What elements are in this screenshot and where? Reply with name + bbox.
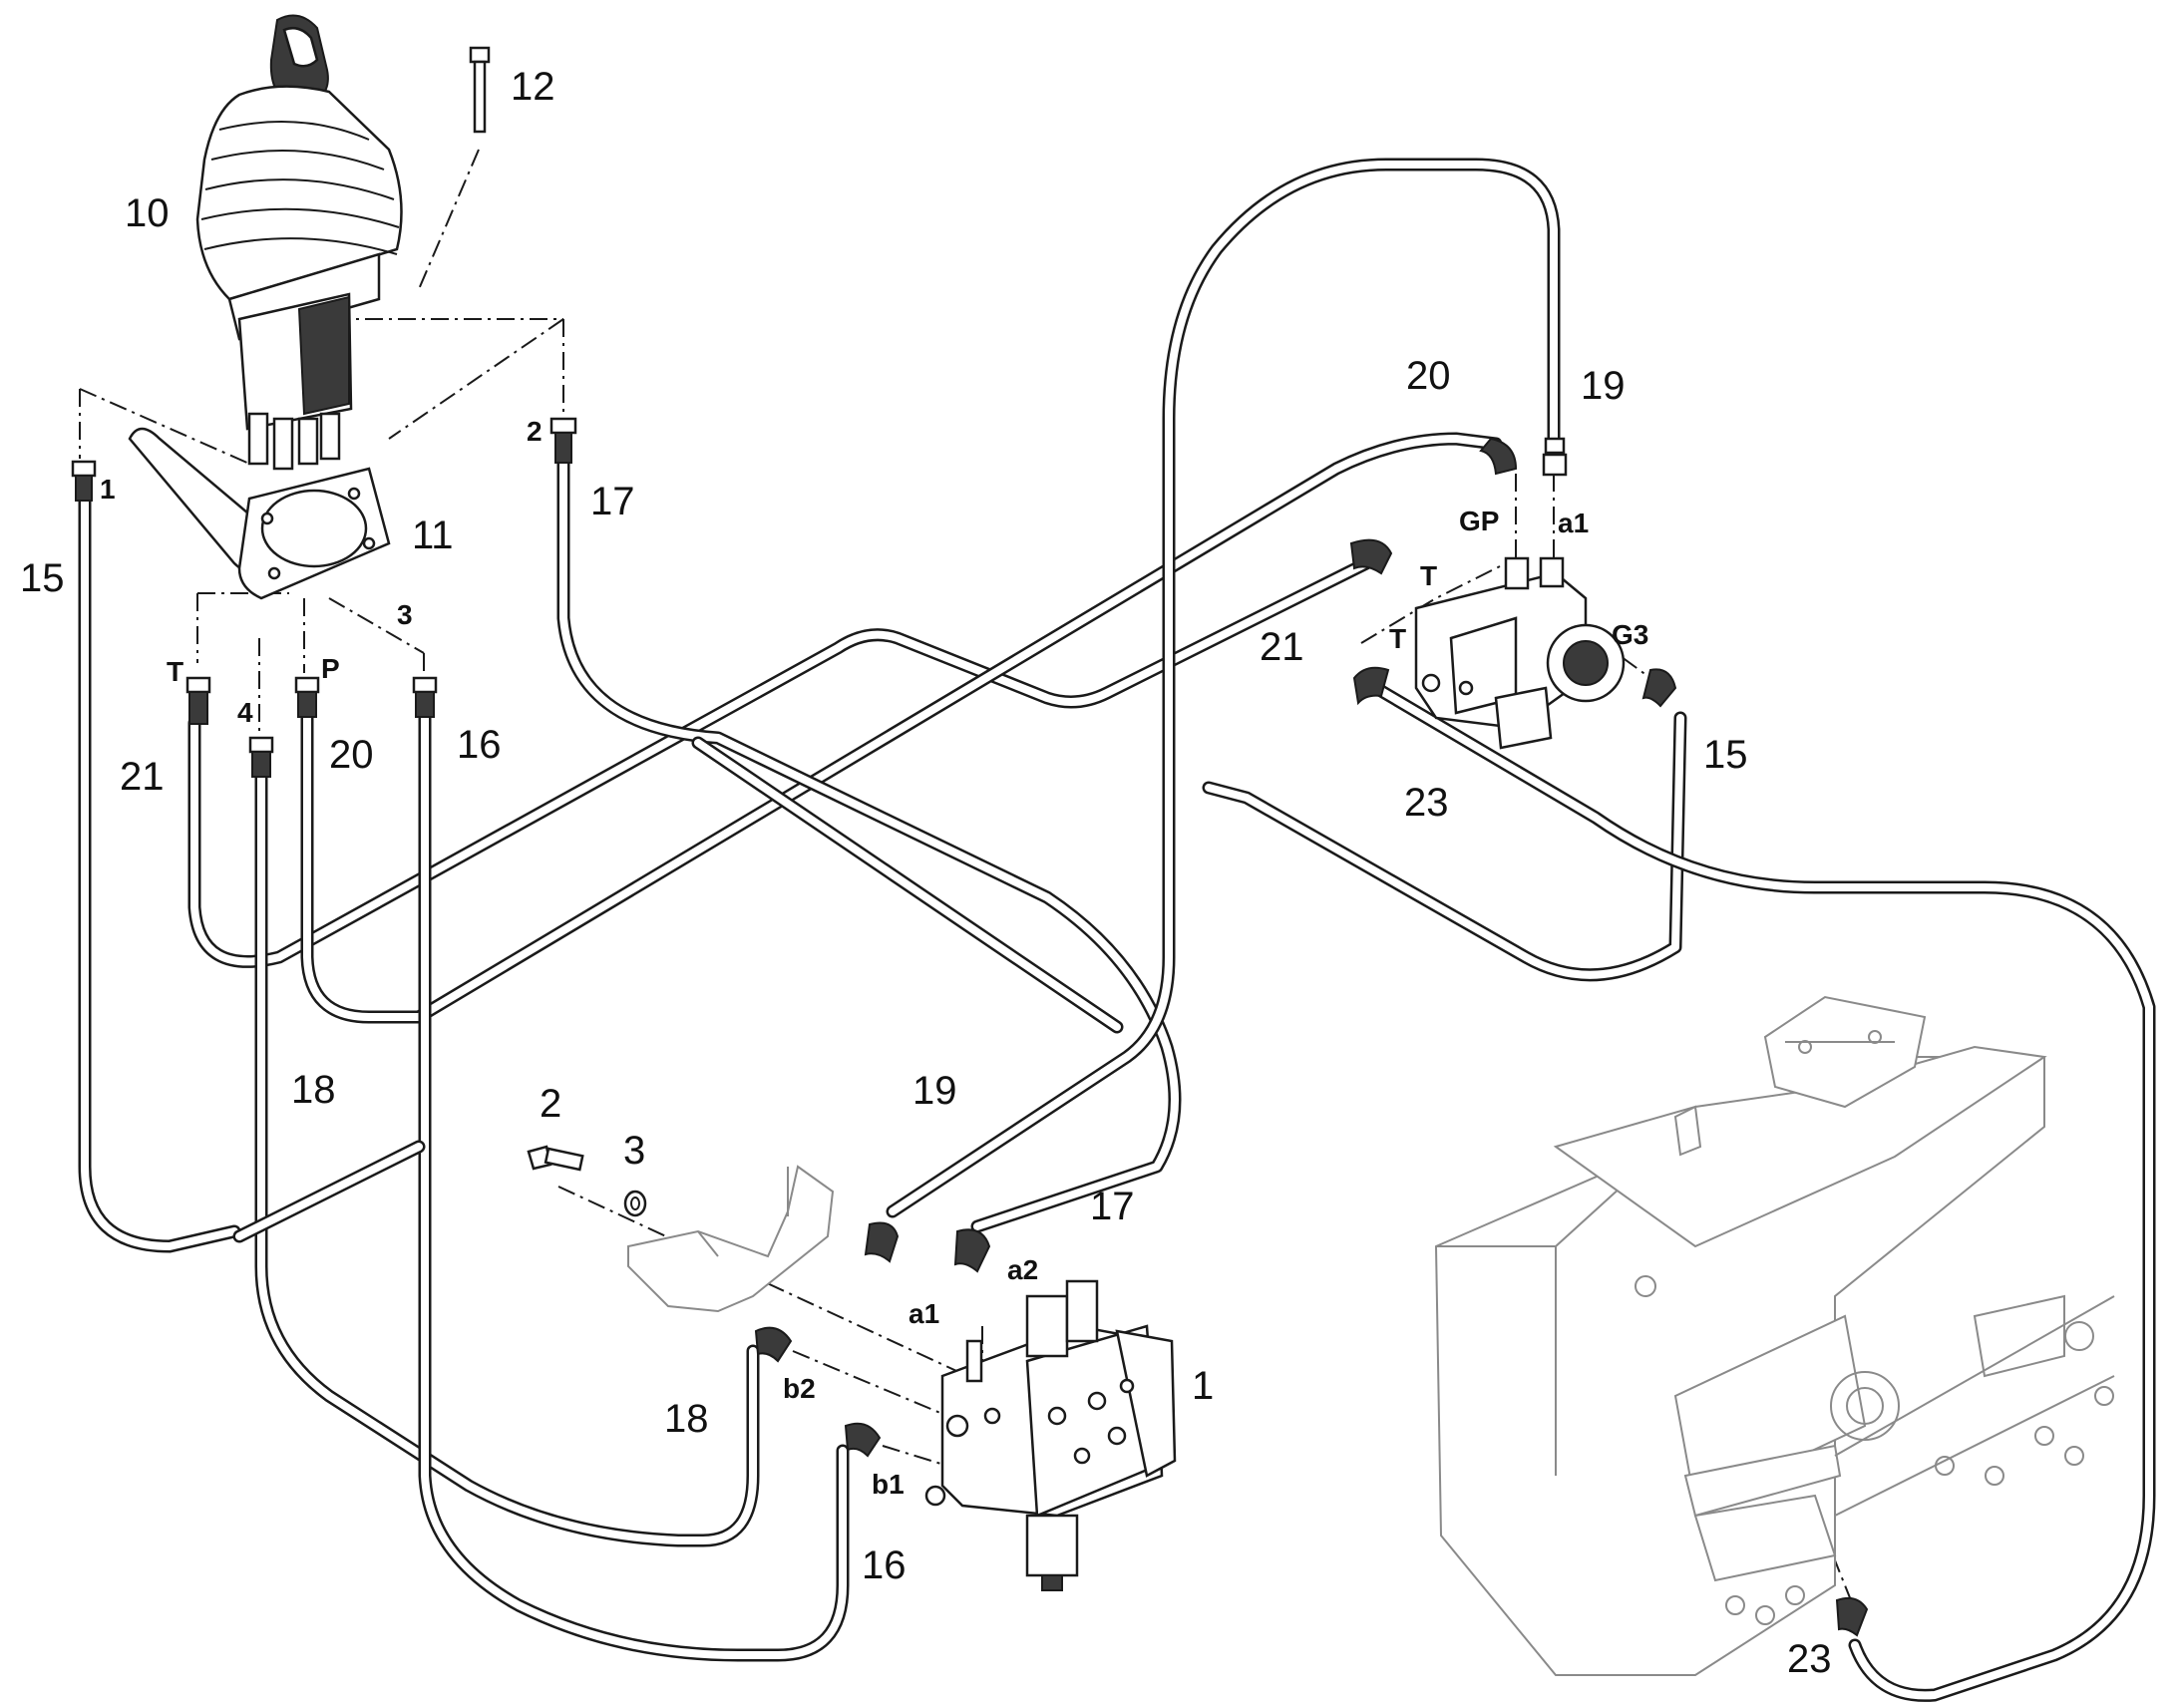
callout-15-left: 15 bbox=[20, 556, 65, 600]
callout-19-lower: 19 bbox=[912, 1069, 957, 1113]
fitting-g3 bbox=[1641, 668, 1677, 708]
callout-20-upper: 20 bbox=[1406, 354, 1451, 398]
bracket bbox=[627, 1165, 835, 1313]
callout-17-lower: 17 bbox=[1090, 1185, 1135, 1228]
hose-frame-loop bbox=[1202, 711, 1687, 982]
callout-10: 10 bbox=[125, 191, 170, 235]
fitting-21-elbow bbox=[1349, 538, 1393, 575]
fitting-t-lower bbox=[1352, 666, 1390, 706]
hose-15-left bbox=[78, 492, 241, 1253]
fitting-b1 bbox=[844, 1422, 882, 1458]
callout-21-left: 21 bbox=[120, 755, 165, 799]
port-label-t-lower: T bbox=[1389, 623, 1406, 654]
callout-3: 3 bbox=[623, 1129, 645, 1173]
fitting-port-4 bbox=[248, 736, 274, 778]
joystick-assembly bbox=[195, 14, 403, 471]
fitting-port-2 bbox=[549, 417, 577, 464]
callout-12: 11 bbox=[412, 513, 454, 557]
port-label-g3: G3 bbox=[1612, 619, 1648, 650]
callout-2: 2 bbox=[540, 1082, 561, 1126]
callout-23-lower: 23 bbox=[1787, 1637, 1832, 1681]
port-label-gp: GP bbox=[1459, 506, 1499, 536]
fitting-gp bbox=[1479, 437, 1518, 476]
port-label-t-upper: T bbox=[1420, 560, 1437, 591]
port-label-t-joystick: T bbox=[167, 656, 183, 687]
hose-19-left bbox=[886, 158, 1561, 1218]
main-control-valve-1 bbox=[924, 1279, 1177, 1591]
port-label-4: 4 bbox=[237, 697, 253, 728]
hydraulic-tank bbox=[1434, 995, 2115, 1676]
port-label-p: P bbox=[321, 653, 340, 684]
callout-16-upper: 16 bbox=[457, 723, 502, 767]
callout-18-lower: 18 bbox=[664, 1397, 709, 1441]
assembly-leader-lines bbox=[79, 149, 1854, 1606]
fitting-port-1 bbox=[71, 460, 97, 502]
fitting-23-lower bbox=[1835, 1596, 1869, 1637]
hose-23 bbox=[1369, 681, 2156, 1702]
port-label-2: 2 bbox=[527, 416, 543, 447]
hose-18 bbox=[254, 766, 760, 1547]
callout-1: 1 bbox=[1192, 1364, 1214, 1408]
callout-15-right: 15 bbox=[1703, 733, 1748, 777]
fitting-port-T bbox=[185, 676, 211, 725]
frame-crossbars bbox=[232, 736, 1124, 1243]
washer-3 bbox=[623, 1190, 647, 1217]
port-label-a1-upper: a1 bbox=[1558, 508, 1589, 538]
fitting-port-P bbox=[294, 676, 320, 718]
port-label-b1: b1 bbox=[872, 1469, 905, 1500]
fitting-a2 bbox=[953, 1228, 991, 1273]
port-label-b2: b2 bbox=[783, 1373, 816, 1404]
mount-plate-12 bbox=[128, 427, 391, 600]
fitting-port-3 bbox=[412, 676, 438, 718]
callout-19-upper: 19 bbox=[1581, 364, 1626, 408]
hose-17-left bbox=[556, 457, 1182, 1233]
fitting-a1-lower bbox=[864, 1221, 900, 1263]
callout-20-left: 20 bbox=[329, 733, 374, 777]
callout-23-upper: 23 bbox=[1404, 781, 1449, 825]
callout-17-upper: 17 bbox=[590, 480, 635, 523]
hose-21-left bbox=[187, 556, 1373, 968]
port-label-3: 3 bbox=[397, 599, 413, 630]
callout-18-left: 18 bbox=[291, 1068, 336, 1112]
bolt-11 bbox=[469, 46, 491, 134]
bolt-2 bbox=[527, 1145, 584, 1172]
callout-16-lower: 16 bbox=[862, 1543, 907, 1587]
port-label-1: 1 bbox=[100, 474, 116, 505]
hose-20-left bbox=[300, 432, 1503, 1024]
port-label-a1-lower: a1 bbox=[908, 1298, 939, 1329]
fitting-b2 bbox=[754, 1326, 793, 1363]
callout-21-right: 21 bbox=[1260, 625, 1304, 669]
pilot-valve-block bbox=[1414, 556, 1626, 750]
fitting-a1-upper bbox=[1542, 437, 1568, 477]
port-label-a2: a2 bbox=[1007, 1254, 1038, 1285]
callout-11: 12 bbox=[511, 65, 555, 109]
hose-16-left bbox=[418, 706, 850, 1662]
